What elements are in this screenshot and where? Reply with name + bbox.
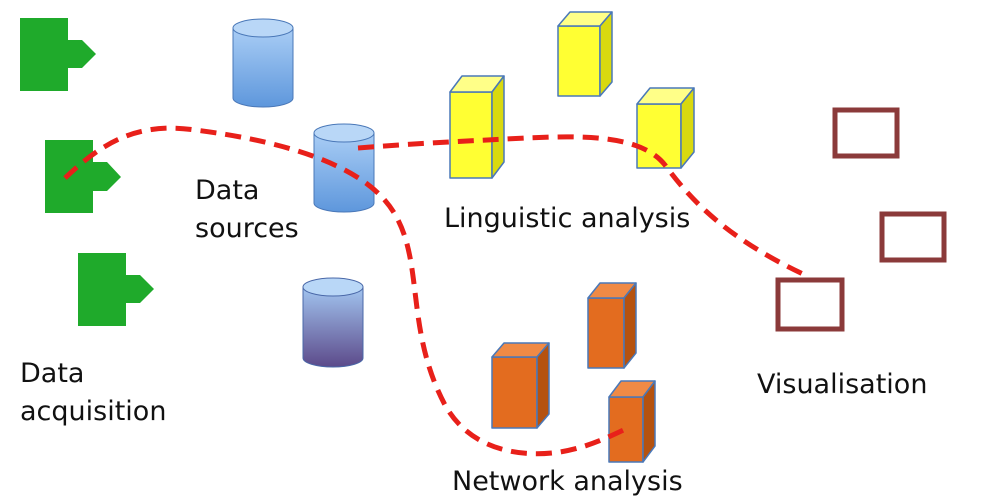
linguistic-cube-icon-1 <box>449 75 505 179</box>
network-cube-icon-3 <box>608 380 656 463</box>
database-cylinder-icon-3 <box>302 277 364 368</box>
data-acquisition-label-line-2: acquisition <box>20 396 167 427</box>
data-sources-label: Data sources <box>195 172 299 248</box>
path-to-network-analysis <box>63 125 630 457</box>
network-cube-icon-2 <box>491 342 550 429</box>
visualisation-frame-icon-2 <box>879 211 947 263</box>
database-cylinder-icon-1 <box>232 18 294 108</box>
visualisation-frame-icon-3 <box>775 277 845 332</box>
linguistic-analysis-label: Linguistic analysis <box>444 203 691 234</box>
data-acquisition-label: Data acquisition <box>20 355 166 431</box>
data-sources-label-line-2: sources <box>195 213 299 244</box>
network-cube-icon-1 <box>587 282 637 369</box>
acquisition-icon-3 <box>78 253 154 326</box>
network-analysis-label: Network analysis <box>452 466 683 497</box>
data-sources-label-line-1: Data <box>195 175 260 206</box>
acquisition-icon-2 <box>45 140 121 213</box>
visualisation-label: Visualisation <box>757 369 928 400</box>
visualisation-frame-icon-1 <box>832 107 900 159</box>
linguistic-cube-icon-3 <box>636 87 695 169</box>
database-cylinder-icon-2 <box>313 123 375 213</box>
path-to-visualisation <box>357 134 807 278</box>
linguistic-cube-icon-2 <box>557 11 613 97</box>
acquisition-icon-1 <box>20 18 96 91</box>
data-acquisition-label-line-1: Data <box>20 358 85 389</box>
